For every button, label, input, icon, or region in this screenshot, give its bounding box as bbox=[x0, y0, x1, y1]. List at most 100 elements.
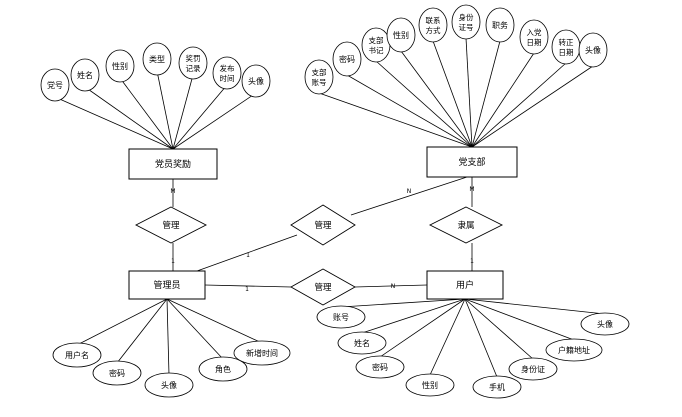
admin-attribute: 角色 bbox=[215, 364, 231, 374]
entity-admin: 管理员 bbox=[153, 279, 180, 291]
relationship-manage-reward-diamond bbox=[135, 206, 207, 244]
reward-attribute-ellipse bbox=[40, 68, 70, 102]
admin-attribute-ellipse bbox=[144, 372, 194, 398]
reward-attribute: 党号 bbox=[47, 80, 63, 90]
cardinality-admin-branch: 1 bbox=[246, 252, 250, 259]
admin-attr-line bbox=[166, 298, 224, 360]
cardinality-admin-user: 1 bbox=[245, 286, 249, 293]
admin-attribute: 用户名 bbox=[65, 350, 89, 360]
admin-attribute: 头像 bbox=[161, 380, 177, 390]
branch-attr-line bbox=[346, 74, 473, 148]
branch-attribute-ellipse bbox=[451, 4, 481, 40]
user-attr-line bbox=[464, 298, 606, 315]
reward-attribute-ellipse bbox=[70, 58, 100, 92]
user-attr-line bbox=[379, 298, 466, 358]
branch-attribute: 转正日期 bbox=[559, 37, 574, 57]
user-attribute: 账号 bbox=[333, 313, 349, 322]
admin-attr-line bbox=[116, 298, 168, 364]
connector-lines bbox=[54, 37, 606, 378]
admin-attribute: 新增时间 bbox=[246, 348, 278, 358]
cardinality-reward-top: M bbox=[170, 188, 175, 195]
branch-attr-line bbox=[318, 92, 473, 148]
branch-attribute-ellipse bbox=[332, 41, 362, 77]
admin-manage-branch-line bbox=[196, 234, 298, 272]
branch-attr-line bbox=[471, 65, 594, 148]
branch-attribute-ellipse bbox=[418, 7, 448, 43]
reward-attribute-ellipse bbox=[105, 49, 135, 83]
branch-attribute: 头像 bbox=[585, 45, 601, 55]
reward-attribute-ellipse bbox=[212, 56, 242, 90]
branch-attr-line bbox=[432, 40, 473, 148]
branch-attribute-ellipse bbox=[386, 17, 416, 53]
branch-attribute: 支部账号 bbox=[312, 67, 327, 87]
branch-attribute: 入党日期 bbox=[527, 27, 542, 47]
manage-user-line bbox=[354, 284, 428, 288]
user-attribute-ellipse bbox=[405, 373, 455, 397]
branch-attribute: 联系方式 bbox=[426, 15, 441, 35]
user-attribute: 头像 bbox=[597, 319, 613, 329]
admin-attribute-ellipse bbox=[92, 360, 142, 386]
user-attribute-ellipse bbox=[355, 355, 405, 379]
reward-attribute: 头像 bbox=[248, 76, 264, 86]
branch-attr-line bbox=[471, 52, 535, 148]
admin-attribute: 密码 bbox=[109, 368, 125, 378]
branch-attribute: 职务 bbox=[492, 20, 508, 30]
branch-attribute: 性别 bbox=[393, 30, 409, 40]
admin-attribute-ellipse bbox=[198, 356, 248, 382]
relationship-manage-branch: 管理 bbox=[314, 220, 332, 231]
cardinality-branch-bottom: M bbox=[469, 186, 474, 193]
user-attribute: 性别 bbox=[422, 380, 438, 390]
entity-admin-box bbox=[128, 270, 206, 300]
branch-attr-line bbox=[471, 62, 567, 148]
reward-attribute: 类型 bbox=[149, 54, 165, 64]
user-attribute: 身份证 bbox=[521, 364, 545, 374]
user-attribute-ellipse bbox=[316, 305, 366, 329]
branch-attribute-ellipse bbox=[578, 32, 608, 68]
reward-attr-line bbox=[84, 86, 174, 150]
branch-attr-line bbox=[375, 60, 473, 148]
admin-manage-user-line bbox=[204, 284, 292, 288]
reward-attr-line bbox=[54, 96, 174, 150]
admin-attr-line bbox=[166, 298, 263, 344]
cardinality-user-admin: N bbox=[391, 283, 396, 290]
user-attr-line bbox=[340, 298, 466, 308]
user-attribute-ellipse bbox=[337, 331, 387, 355]
reward-attribute-ellipse bbox=[142, 42, 172, 76]
shapes bbox=[40, 4, 630, 399]
relationship-manage-user: 管理 bbox=[314, 282, 332, 293]
entity-party-reward-box bbox=[128, 148, 218, 180]
admin-attr-line bbox=[76, 298, 168, 346]
user-attribute-ellipse bbox=[472, 375, 522, 399]
branch-attribute-ellipse bbox=[485, 7, 515, 43]
reward-attr-line bbox=[119, 77, 174, 150]
entity-user: 用户 bbox=[456, 279, 474, 291]
labels: 党员奖励党支部管理员用户管理管理管理隶属党号姓名性别类型奖罚记录发布时间头像支部… bbox=[47, 12, 613, 392]
user-attribute-ellipse bbox=[545, 338, 603, 362]
branch-attribute: 密码 bbox=[339, 54, 355, 64]
branch-attribute-ellipse bbox=[519, 19, 549, 55]
user-attribute: 手机 bbox=[489, 382, 505, 392]
entity-party-branch: 党支部 bbox=[458, 156, 485, 168]
cardinality-user-top: 1 bbox=[470, 258, 474, 265]
branch-attribute-ellipse bbox=[551, 29, 581, 65]
relationship-manage-user-diamond bbox=[290, 268, 356, 306]
reward-attribute-ellipse bbox=[178, 46, 208, 80]
relationship-belong-diamond bbox=[428, 206, 504, 244]
relationship-manage-reward: 管理 bbox=[162, 220, 180, 231]
user-attribute-ellipse bbox=[580, 312, 630, 336]
entity-party-branch-box bbox=[426, 146, 518, 178]
admin-attribute-ellipse bbox=[233, 340, 291, 366]
reward-attribute: 奖罚记录 bbox=[186, 53, 201, 73]
branch-attr-line bbox=[465, 37, 473, 148]
user-attr-line bbox=[361, 298, 466, 334]
user-attribute: 姓名 bbox=[354, 338, 370, 348]
reward-attr-line bbox=[172, 92, 257, 150]
branch-attribute: 身份证号 bbox=[459, 12, 474, 32]
branch-attr-line bbox=[400, 50, 473, 148]
reward-attr-line bbox=[172, 74, 194, 150]
user-attribute: 密码 bbox=[372, 362, 388, 372]
manage-branch-line bbox=[350, 176, 468, 216]
reward-attribute: 发布时间 bbox=[220, 63, 235, 83]
user-attribute-ellipse bbox=[508, 357, 558, 381]
